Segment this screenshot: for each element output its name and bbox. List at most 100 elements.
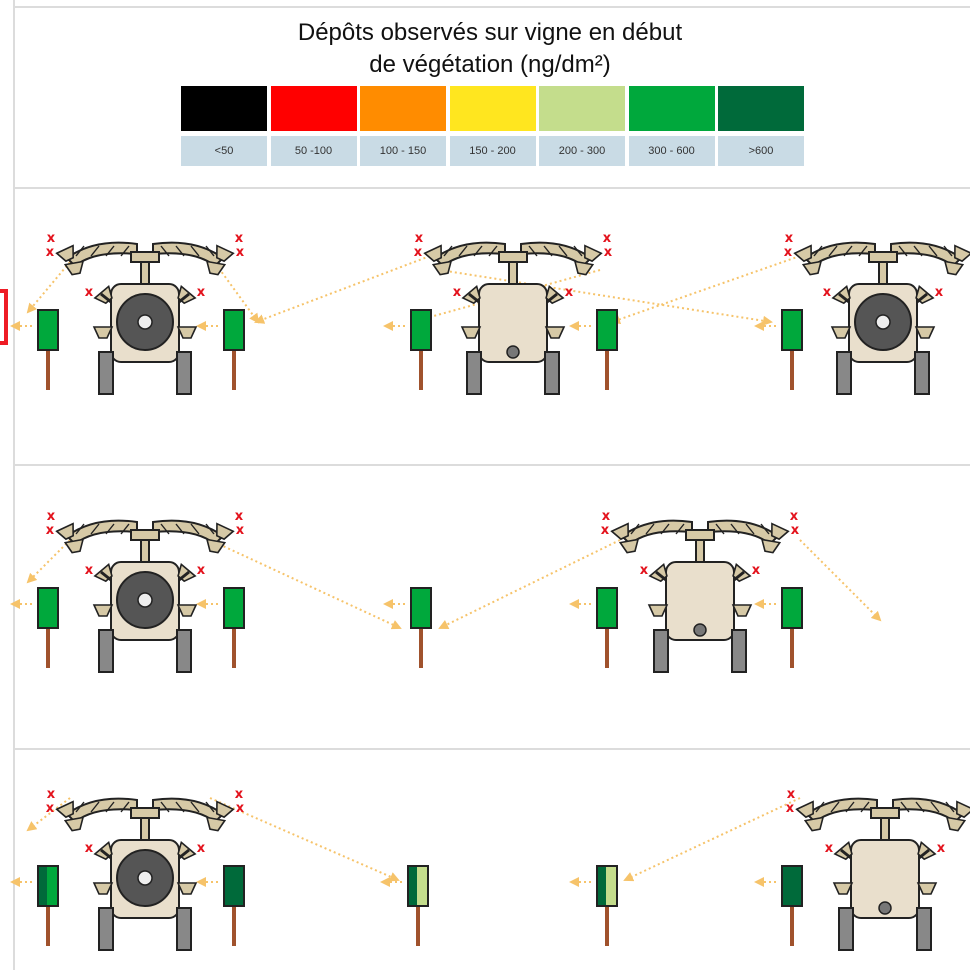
vine-row: [781, 865, 803, 946]
nozzle: [431, 260, 453, 276]
nozzle: [216, 522, 235, 541]
vine-canopy: [37, 587, 59, 629]
spray-arrow: [438, 539, 621, 629]
legend-swatch: [181, 86, 267, 131]
nozzle: [205, 816, 227, 832]
legend-label: 300 - 600: [628, 136, 715, 166]
vine-row: [410, 587, 432, 668]
vine-canopy-shade: [409, 867, 417, 905]
truss-bar: [205, 245, 215, 257]
vine-row: [781, 309, 803, 390]
truss-bar: [75, 523, 85, 535]
truss-bar: [105, 801, 115, 813]
vine-post: [46, 906, 50, 946]
nozzle: [423, 244, 442, 263]
nozzle: [584, 244, 603, 263]
nozzle-off-mark: x: [791, 523, 800, 538]
frame-top-border: [13, 6, 970, 8]
arm: [100, 848, 112, 860]
legend-label: 50 -100: [270, 136, 357, 166]
vine-post: [605, 628, 609, 668]
nozzle-off-mark: x: [235, 509, 244, 524]
truss-bar: [730, 523, 740, 535]
wheel-right: [916, 907, 932, 951]
truss-bar: [175, 523, 185, 535]
legend-swatch: [270, 86, 357, 131]
arm: [100, 292, 112, 304]
wheel-left: [653, 629, 669, 673]
truss-bar: [205, 523, 215, 535]
arm: [100, 570, 112, 582]
boom-hub: [498, 251, 528, 263]
vine-post: [232, 350, 236, 390]
frame-left-border: [13, 0, 15, 970]
fan-hub: [137, 870, 153, 886]
nozzle: [176, 326, 198, 339]
vine-canopy: [410, 309, 432, 351]
nozzle-off-mark: x: [937, 841, 946, 856]
nozzle-off-mark: x: [414, 245, 423, 260]
vine-canopy: [223, 587, 245, 629]
truss-bar: [543, 245, 553, 257]
vine-canopy-shade: [39, 867, 47, 905]
nozzle-off-mark: x: [604, 245, 613, 260]
arm: [840, 848, 852, 860]
wheel-left: [836, 351, 852, 395]
nozzle: [803, 816, 825, 832]
truss-bar: [190, 245, 200, 257]
truss-bar: [473, 245, 483, 257]
truss-bar: [845, 801, 855, 813]
arm: [546, 292, 558, 304]
nozzle-off-mark: x: [601, 523, 610, 538]
truss-bar: [830, 801, 840, 813]
spray-arrow: [799, 539, 882, 622]
arm: [178, 848, 190, 860]
nozzle: [176, 604, 198, 617]
truss-bar: [458, 245, 468, 257]
truss-bar: [900, 801, 910, 813]
vine-row: [596, 309, 618, 390]
nozzle-off-mark: x: [935, 285, 944, 300]
spray-arrow: [610, 255, 801, 325]
nozzle-off-mark: x: [415, 231, 424, 246]
legend-title-line2: de végétation (ng/dm²): [369, 51, 611, 78]
legend-label: 150 - 200: [449, 136, 536, 166]
nozzle-off-mark: x: [235, 787, 244, 802]
truss-bar: [175, 801, 185, 813]
wheel-left: [98, 629, 114, 673]
truss-bar: [205, 801, 215, 813]
vine-canopy: [596, 309, 618, 351]
truss-bar: [105, 523, 115, 535]
vine-row: [781, 587, 803, 668]
nozzle: [63, 816, 85, 832]
vine-row: [223, 309, 245, 390]
truss-bar: [745, 523, 755, 535]
truss-bar: [175, 245, 185, 257]
nozzle-off-mark: x: [752, 563, 761, 578]
truss-bar: [630, 523, 640, 535]
nozzle-off-mark: x: [47, 231, 56, 246]
vine-row: [37, 587, 59, 668]
tank-body: [665, 561, 735, 641]
outlet: [878, 901, 892, 915]
nozzle: [205, 538, 227, 554]
nozzle-off-mark: x: [236, 245, 245, 260]
vine-canopy: [223, 865, 245, 907]
nozzle-off-mark: x: [640, 563, 649, 578]
nozzle: [760, 538, 782, 554]
vine-row: [596, 587, 618, 668]
nozzle-off-mark: x: [785, 231, 794, 246]
boom-hub: [130, 529, 160, 541]
vine-post: [790, 906, 794, 946]
nozzle: [731, 604, 753, 617]
spray-arrow: [26, 261, 71, 314]
divider-1: [13, 187, 970, 189]
vine-post: [790, 350, 794, 390]
truss-bar: [443, 245, 453, 257]
vine-row: [37, 865, 59, 946]
